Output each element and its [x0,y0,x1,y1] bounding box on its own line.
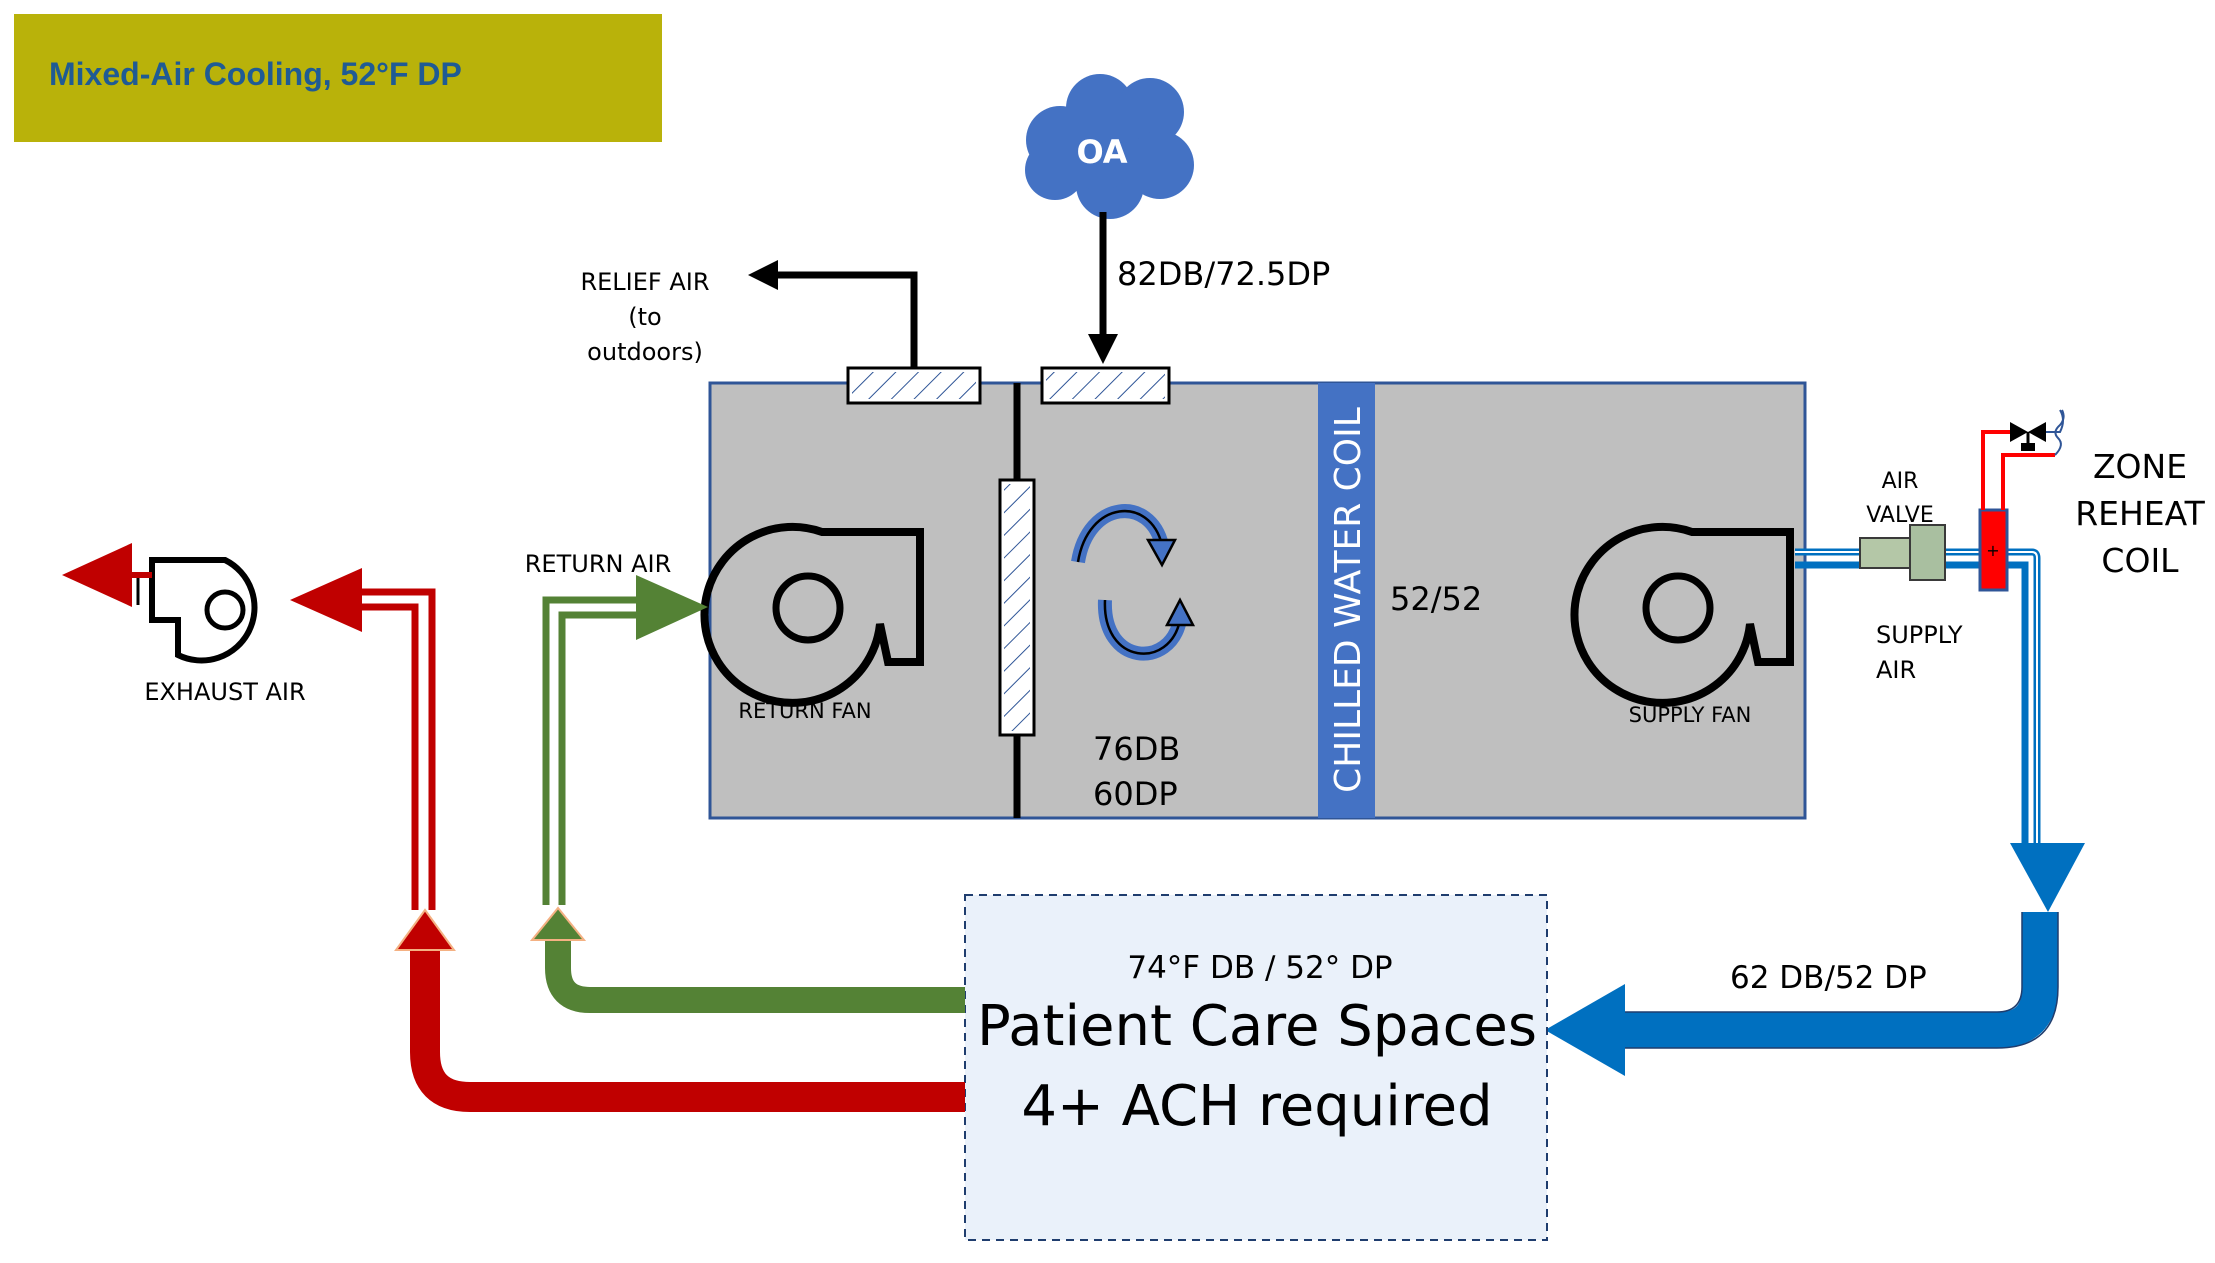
mixing-damper-hatch [1004,484,1030,731]
space-conditions: 74°F DB / 52° DP [1127,950,1392,986]
supply-air-label-line-2: AIR [1876,656,1916,684]
relief-damper-hatch [852,372,976,399]
supply-air-duct [1795,548,2041,848]
return-air-label: RETURN AIR [525,550,672,578]
air-valve-label-line-2: VALVE [1866,503,1933,528]
outside-air-cloud-icon [1025,74,1194,219]
space-requirement: 4+ ACH required [1021,1074,1492,1139]
exhaust-arrowhead-right [290,568,362,632]
page-title: Mixed-Air Cooling, 52°F DP [49,56,462,92]
mixed-air-dp: 60DP [1093,775,1178,813]
leaving-coil-conditions: 52/52 [1390,580,1482,618]
supply-air-to-space-outline [1620,912,2059,1049]
outside-air-damper-hatch [1046,372,1165,399]
air-valve-actuator [1909,524,1946,581]
zone-reheat-label-line-2: REHEAT [2075,494,2205,533]
chilled-water-coil-label: CHILLED WATER COIL [1328,407,1369,793]
relief-air-label-line-3: outdoors) [587,338,703,366]
supply-fan-icon [1570,522,1794,707]
exhaust-fan-icon [136,557,258,664]
reheat-supply-pipe [1981,430,2010,510]
supply-air-to-space-duct [1620,912,2058,1048]
space-name: Patient Care Spaces [977,994,1537,1059]
mixing-arrows-icon [1071,504,1196,661]
exhaust-air-label: EXHAUST AIR [144,678,305,706]
relief-air-arrowhead [748,260,778,290]
supply-air-arrowhead [2010,843,2085,912]
supply-air-label-line-1: SUPPLY [1876,621,1963,649]
outside-air-arrowhead [1088,334,1118,364]
return-air-riser-duct [542,596,640,905]
reheat-return-pipe [2001,453,2055,510]
exhaust-riser-duct [358,588,436,910]
exhaust-arrowhead-left [62,543,132,607]
title-banner: Mixed-Air Cooling, 52°F DP [14,14,662,142]
supply-fan-label: SUPPLY FAN [1629,703,1752,727]
return-air-arrowhead [636,575,708,640]
reheat-control-valve-icon [2010,409,2065,456]
return-air-from-space-duct [545,935,965,1013]
exhaust-from-space-duct [410,945,965,1112]
zone-reheat-coil [1978,508,2009,592]
chilled-water-coil [1318,383,1375,818]
zone-reheat-label-line-1: ZONE [2093,447,2187,486]
air-valve-label-line-1: AIR [1882,469,1919,494]
supply-air-conditions: 62 DB/52 DP [1730,960,1927,996]
supply-air-to-space-arrowhead [1545,984,1625,1076]
return-air-from-space-arrowhead [529,906,587,941]
mixed-air-db: 76DB [1093,730,1180,768]
reheat-plus-symbol: + [1986,541,1999,560]
outside-air-label: OA [1076,133,1127,171]
relief-air-label-line-1: RELIEF AIR [580,268,709,296]
air-valve-body [1859,537,1913,569]
relief-air-duct [776,271,918,368]
outside-air-conditions: 82DB/72.5DP [1117,255,1330,293]
air-handler-casing [708,381,1807,820]
exhaust-from-space-arrowhead [394,908,456,951]
relief-air-label-line-2: (to [628,303,661,331]
zone-reheat-label-line-3: COIL [2101,541,2179,580]
return-fan-label: RETURN FAN [738,699,871,723]
return-fan-icon [700,522,924,707]
patient-care-space [964,894,1548,1241]
